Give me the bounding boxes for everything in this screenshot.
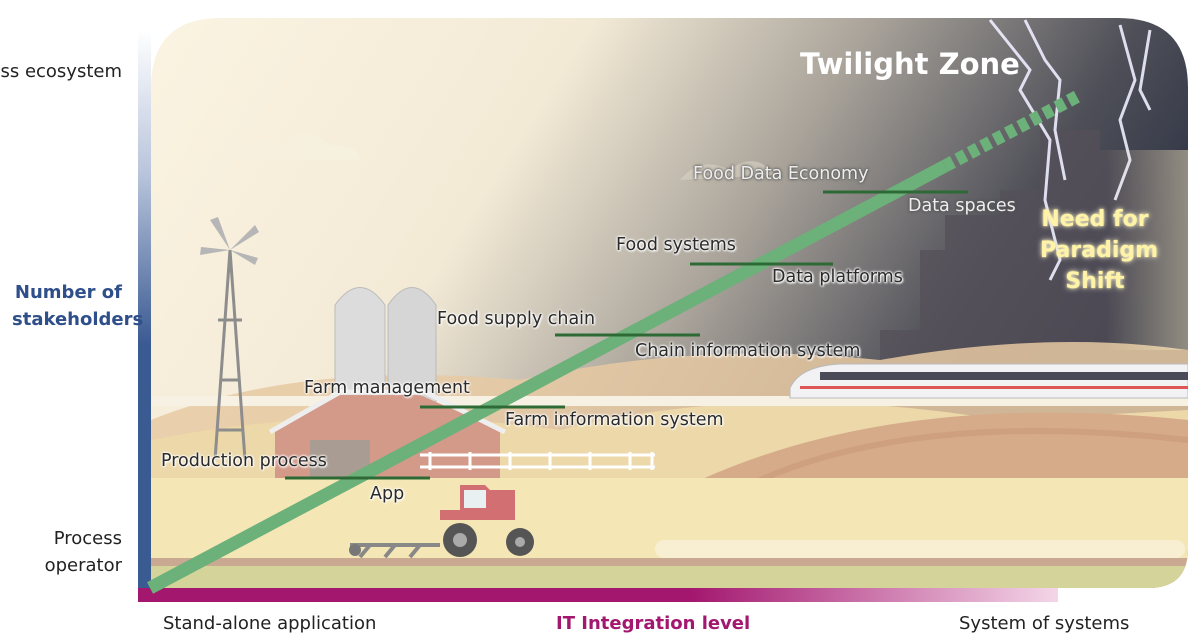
x-axis-left-label: Stand-alone application: [163, 613, 377, 634]
twilight-zone-title: Twilight Zone: [800, 47, 1020, 81]
y-axis-bar: [138, 30, 151, 602]
stage-lower-label: App: [370, 484, 405, 504]
stage-lower-label: Chain information system: [635, 341, 861, 361]
barn-icon: [268, 389, 507, 480]
stage-upper-label: Food systems: [616, 235, 736, 255]
tractor-icon: [349, 485, 534, 559]
x-axis-bar: [138, 588, 1058, 602]
y-axis-top-label: Business ecosystem: [0, 61, 122, 82]
stage-lower-label: Data spaces: [908, 196, 1016, 216]
paradigm-shift-label: Need for Paradigm Shift: [1040, 204, 1159, 297]
x-axis-title: IT Integration level: [556, 613, 751, 634]
train-icon: [789, 363, 1188, 399]
stage-lower-label: Farm information system: [505, 410, 724, 430]
paradigm-line: Need for: [1041, 207, 1149, 232]
stage-upper-label: Production process: [161, 451, 327, 471]
x-axis-right-label: System of systems: [959, 613, 1130, 634]
stage-lower-label: Data platforms: [772, 267, 903, 287]
windmill-icon: [200, 217, 259, 461]
paradigm-line: Paradigm: [1040, 238, 1159, 263]
stage-upper-label: Farm management: [304, 378, 470, 398]
stage-upper-label: Food supply chain: [437, 309, 596, 329]
scene-background: [151, 18, 1188, 588]
paradigm-line: Shift: [1065, 269, 1125, 294]
silos-icon: [334, 287, 437, 421]
trend-line-dashed: [941, 89, 1084, 172]
y-axis-bottom-label: Process operator: [44, 528, 122, 576]
trend-line: [146, 160, 949, 594]
y-axis-title: Number of stakeholders: [12, 282, 144, 330]
stage-upper-label: Food Data Economy: [693, 164, 869, 184]
